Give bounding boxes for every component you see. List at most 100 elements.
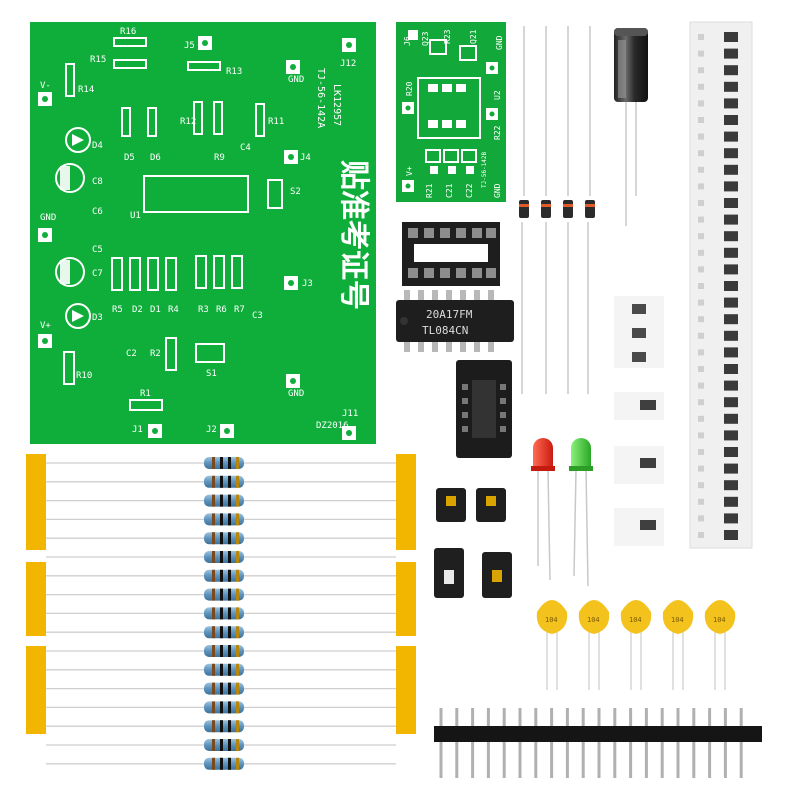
ceramic-cap-marking: 104 [671,616,684,624]
smd-reel-cell [698,330,738,341]
label-j4: J4 [300,153,311,163]
header-pin [629,708,633,778]
label-j12: J12 [340,59,356,69]
smd-reel-cell [698,430,738,441]
label-j2: J2 [206,425,217,435]
label-j1: J1 [132,425,143,435]
label-date-code: DZ2016 [316,421,349,431]
ceramic-capacitor: 104 [536,600,568,690]
label-r9: R9 [214,153,225,163]
small-label-j6: J6 [403,36,412,46]
resistor [46,532,396,545]
component-leads [521,26,637,587]
label-c4: C4 [240,143,251,153]
header-pin [471,708,475,778]
resistor [46,682,396,695]
small-label-r22: R22 [493,125,502,140]
ceramic-capacitor: 104 [704,600,736,690]
ceramic-cap-marking: 104 [713,616,726,624]
label-d5: D5 [124,153,135,163]
led-red [533,438,553,468]
smd-reel-cell [698,413,738,424]
ceramic-cap-marking: 104 [629,616,642,624]
smd-carrier-pieces [614,296,664,546]
header-pin [723,708,727,778]
smd-reel-cell [698,98,738,109]
smd-reel-cell [698,314,738,325]
resistor [46,494,396,507]
label-r4: R4 [168,305,179,315]
header-pin [534,708,538,778]
small-label-u2: U2 [493,90,502,100]
main-pcb-body [30,22,376,444]
main-pcb-silkscreen [55,37,283,411]
sop-socket [456,360,512,458]
header-pin [565,708,569,778]
label-r14: R14 [78,85,94,95]
resistor [46,569,396,582]
header-pin [439,708,443,778]
small-label-vplus: V+ [405,166,414,176]
smd-reel-cell [698,513,738,524]
smd-reel-cell [698,81,738,92]
label-r10: R10 [76,371,92,381]
header-pin [692,708,696,778]
label-r12: R12 [180,117,196,127]
header-pin [644,708,648,778]
smd-reel-cell [698,131,738,142]
label-j11: J11 [342,409,358,419]
header-pin [676,708,680,778]
resistor [46,645,396,657]
label-r15: R15 [90,55,106,65]
small-pcb-silkscreen [417,39,481,163]
small-label-q21: Q21 [469,29,478,44]
label-s1: S1 [206,369,217,379]
smd-resistor-reel [689,21,753,549]
diode-4 [585,200,595,218]
electrolytic-capacitor-icon [614,28,648,102]
label-r16: R16 [120,27,136,37]
header-pin [502,708,506,778]
led-icon [531,438,593,471]
smd-reel-cell [698,115,738,125]
pin-header [434,708,762,778]
label-d6: D6 [150,153,161,163]
smd-reel-cell [698,380,738,391]
resistor [46,551,396,563]
smd-reel-cell [698,463,738,474]
small-pcb: J6 Q23 R23 Q21 GND R20 U2 R22 V+ R21 C21… [396,22,506,202]
smd-reel-cell [698,397,738,408]
small-label-gnd-top: GND [495,35,504,50]
label-c8: C8 [92,177,103,187]
dip-chip-icon: 20A17FM TL084CN [396,290,514,352]
board-title-cn: 贴准考证号 [336,160,371,310]
small-label-model: TJ-56-142B [481,151,488,188]
label-d3: D3 [92,313,103,323]
smd-reel-cell [698,247,738,258]
label-r11: R11 [268,117,284,127]
smd-reel-cell [698,364,738,374]
ceramic-capacitor: 104 [578,600,610,690]
smd-reel-cell [698,164,738,175]
resistor [46,457,396,469]
smd-reel-cell [698,480,738,491]
led-green [571,438,591,468]
resistor [46,757,396,770]
smd-reel-cell [698,65,738,76]
label-s2: S2 [290,187,301,197]
header-pin [597,708,601,778]
label-u1: U1 [130,211,141,221]
resistor [46,739,396,751]
smd-reel-cell [698,297,738,308]
board-code: LK12957 [331,84,342,126]
smd-reel-cell [698,447,738,457]
resistor [46,475,396,488]
diode-1 [519,200,529,218]
smd-reel-cell [698,32,738,42]
label-j5: J5 [184,41,195,51]
smd-diodes [519,200,595,218]
header-pin [455,708,459,778]
label-r5: R5 [112,305,123,315]
header-pin [486,708,490,778]
main-pcb-pad-holes [42,40,352,436]
